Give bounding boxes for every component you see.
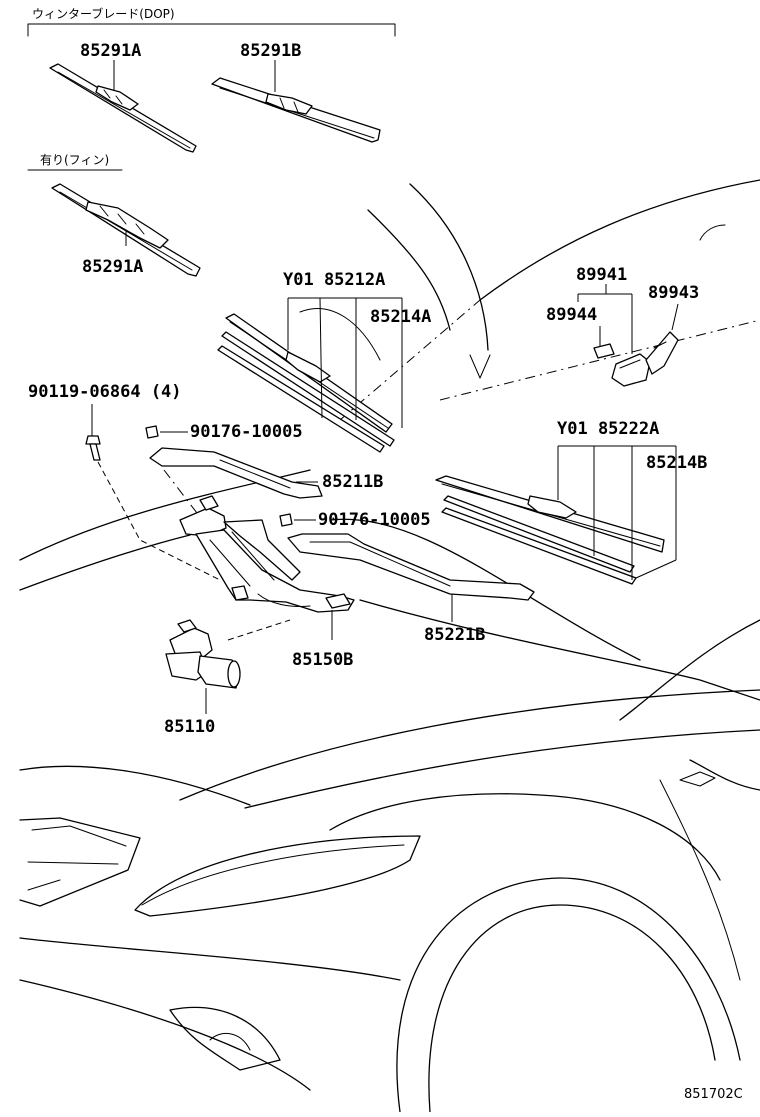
winter-blade-b[interactable]	[211, 77, 381, 143]
fin-blade-section: 有り(フィン) 85291A	[27, 153, 201, 277]
label-89944[interactable]: 89944	[546, 305, 597, 325]
left-wiper-blade-assy[interactable]	[217, 308, 395, 453]
label-85150B[interactable]: 85150B	[292, 650, 353, 670]
nozzle-gasket[interactable]	[593, 343, 615, 359]
car-body-outline	[19, 179, 760, 1113]
label-85212A[interactable]: Y01 85212A	[283, 270, 385, 290]
bolt-90119-06864[interactable]	[85, 435, 101, 461]
washer-nozzle[interactable]	[611, 331, 679, 387]
label-85221B[interactable]: 85221B	[424, 625, 485, 645]
right-wiper-blade-assy[interactable]	[435, 475, 665, 585]
label-85291A-winter[interactable]: 85291A	[80, 41, 141, 61]
label-85291A-fin[interactable]: 85291A	[82, 257, 143, 277]
leaders-85212A	[287, 297, 403, 428]
label-89941[interactable]: 89941	[576, 265, 627, 285]
leader-89943	[671, 303, 679, 331]
label-85110[interactable]: 85110	[164, 717, 215, 737]
label-89943[interactable]: 89943	[648, 283, 699, 303]
label-90176-10005-upper[interactable]: 90176-10005	[190, 422, 303, 442]
wiper-link[interactable]	[179, 495, 355, 613]
motor-path	[227, 619, 291, 641]
label-85291B-winter[interactable]: 85291B	[240, 41, 301, 61]
label-85211B[interactable]: 85211B	[322, 472, 383, 492]
winter-blade-a[interactable]	[49, 63, 197, 153]
nut-lower[interactable]	[279, 513, 293, 527]
label-85214B[interactable]: 85214B	[646, 453, 707, 473]
label-90176-10005-lower[interactable]: 90176-10005	[318, 510, 431, 530]
nut-upper[interactable]	[145, 425, 159, 439]
winter-blade-heading: ウィンターブレード(DOP)	[32, 6, 175, 21]
leaders-89941	[577, 284, 633, 354]
leaders-85222A	[557, 445, 677, 580]
figure-code: 851702C	[684, 1087, 743, 1102]
winter-blade-section: ウィンターブレード(DOP) 85291A 85291B	[27, 6, 396, 153]
winter-blade-bracket	[27, 23, 396, 37]
fin-heading: 有り(フィン)	[40, 153, 109, 167]
label-85222A[interactable]: Y01 85222A	[557, 419, 659, 439]
wiper-motor[interactable]	[165, 619, 241, 689]
label-90119-06864[interactable]: 90119-06864 (4)	[28, 382, 182, 402]
label-85214A[interactable]: 85214A	[370, 307, 431, 327]
left-wiper-arm[interactable]	[149, 447, 323, 531]
right-wiper-arm[interactable]	[287, 533, 535, 601]
